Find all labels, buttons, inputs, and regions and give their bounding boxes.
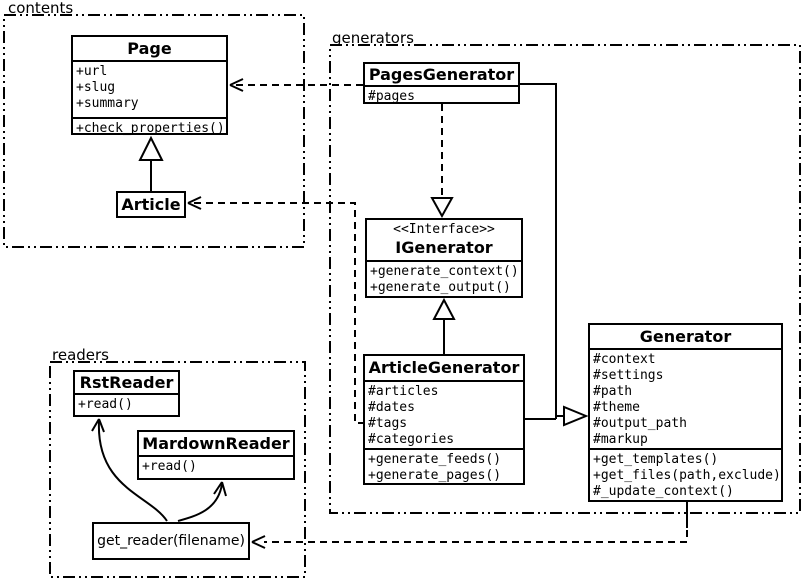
member-row: #path — [593, 384, 633, 399]
member-row: +generate_feeds() — [368, 452, 502, 467]
class-title: MardownReader — [139, 432, 293, 457]
attributes-compartment: #context#settings#path#theme#output_path… — [590, 350, 781, 450]
class-box-rstreader: RstReader +read() — [73, 370, 180, 417]
attributes-compartment: +url+slug+summary — [73, 62, 226, 119]
member-row: #categories — [368, 432, 455, 447]
class-box-generator: Generator #context#settings#path#theme#o… — [588, 323, 783, 502]
member-row: +url — [76, 64, 108, 79]
class-title: Generator — [590, 325, 781, 350]
member-row: +slug — [76, 80, 116, 95]
class-title: PagesGenerator — [365, 64, 518, 87]
methods-compartment: +get_templates()+get_files(path,exclude)… — [590, 450, 781, 501]
class-title: IGenerator — [395, 238, 493, 257]
class-title: RstReader — [75, 372, 178, 395]
member-row: #tags — [368, 416, 408, 431]
package-label-generators: generators — [332, 29, 414, 47]
class-box-igenerator: <<Interface>> IGenerator +generate_conte… — [365, 218, 523, 298]
dependency-generator-to-getreader — [251, 502, 688, 549]
member-row: #context — [593, 352, 656, 367]
methods-compartment: +read() — [75, 395, 178, 414]
member-row: #articles — [368, 384, 439, 399]
class-title: Article — [121, 195, 181, 214]
realization-pagesgenerator-to-igenerator — [430, 104, 454, 219]
class-box-articlegenerator: ArticleGenerator #articles#dates#tags#ca… — [363, 354, 525, 485]
member-row: #output_path — [593, 416, 687, 431]
member-row: +generate_output() — [370, 280, 511, 295]
dependency-pagesgenerator-to-page — [229, 78, 363, 92]
class-box-pagesgenerator: PagesGenerator #pages — [363, 62, 520, 104]
arrow-getreader-to-mardownreader — [177, 481, 227, 522]
methods-compartment: +generate_context()+generate_output() — [367, 262, 521, 297]
class-box-article: Article — [116, 191, 186, 218]
function-node-get-reader: get_reader(filename) — [92, 522, 250, 560]
member-row: +generate_context() — [370, 264, 519, 279]
member-row: #dates — [368, 400, 415, 415]
class-box-mardownreader: MardownReader +read() — [137, 430, 295, 480]
package-generators-border — [329, 44, 801, 514]
member-row: +check_properties() — [76, 121, 225, 136]
methods-compartment: +generate_feeds()+generate_pages() — [365, 450, 523, 485]
package-label-readers: readers — [52, 346, 109, 364]
inheritance-generators-to-generator — [520, 83, 589, 427]
methods-compartment: +check_properties() — [73, 119, 226, 138]
inheritance-articlegenerator-to-igenerator — [432, 297, 456, 354]
attributes-compartment: #pages — [365, 87, 518, 106]
methods-compartment: +read() — [139, 457, 293, 476]
package-label-contents: contents — [8, 0, 74, 17]
arrow-getreader-to-rstreader — [91, 418, 168, 522]
member-row: #theme — [593, 400, 640, 415]
inheritance-article-to-page — [138, 135, 164, 191]
member-row: #settings — [593, 368, 664, 383]
member-row: +generate_pages() — [368, 468, 502, 483]
member-row: +get_files(path,exclude) — [593, 468, 781, 483]
member-row: #pages — [368, 89, 415, 104]
member-row: #_update_context() — [593, 484, 734, 499]
package-readers-border — [49, 361, 306, 578]
class-title: Page — [73, 37, 226, 62]
package-borders — [3, 14, 801, 578]
attributes-compartment: #articles#dates#tags#categories — [365, 382, 523, 450]
member-row: +summary — [76, 96, 139, 111]
member-row: +read() — [142, 459, 197, 474]
class-box-page: Page +url+slug+summary +check_properties… — [71, 35, 228, 138]
member-row: +read() — [78, 397, 133, 412]
dependency-articlegenerator-to-article — [187, 196, 365, 424]
stereotype-label: <<Interface>> — [393, 222, 495, 237]
class-title: ArticleGenerator — [365, 356, 523, 382]
function-label: get_reader(filename) — [97, 533, 245, 549]
member-row: #markup — [593, 432, 648, 447]
class-header: <<Interface>> IGenerator — [367, 220, 521, 262]
package-contents-border — [3, 14, 305, 248]
member-row: +get_templates() — [593, 452, 719, 467]
